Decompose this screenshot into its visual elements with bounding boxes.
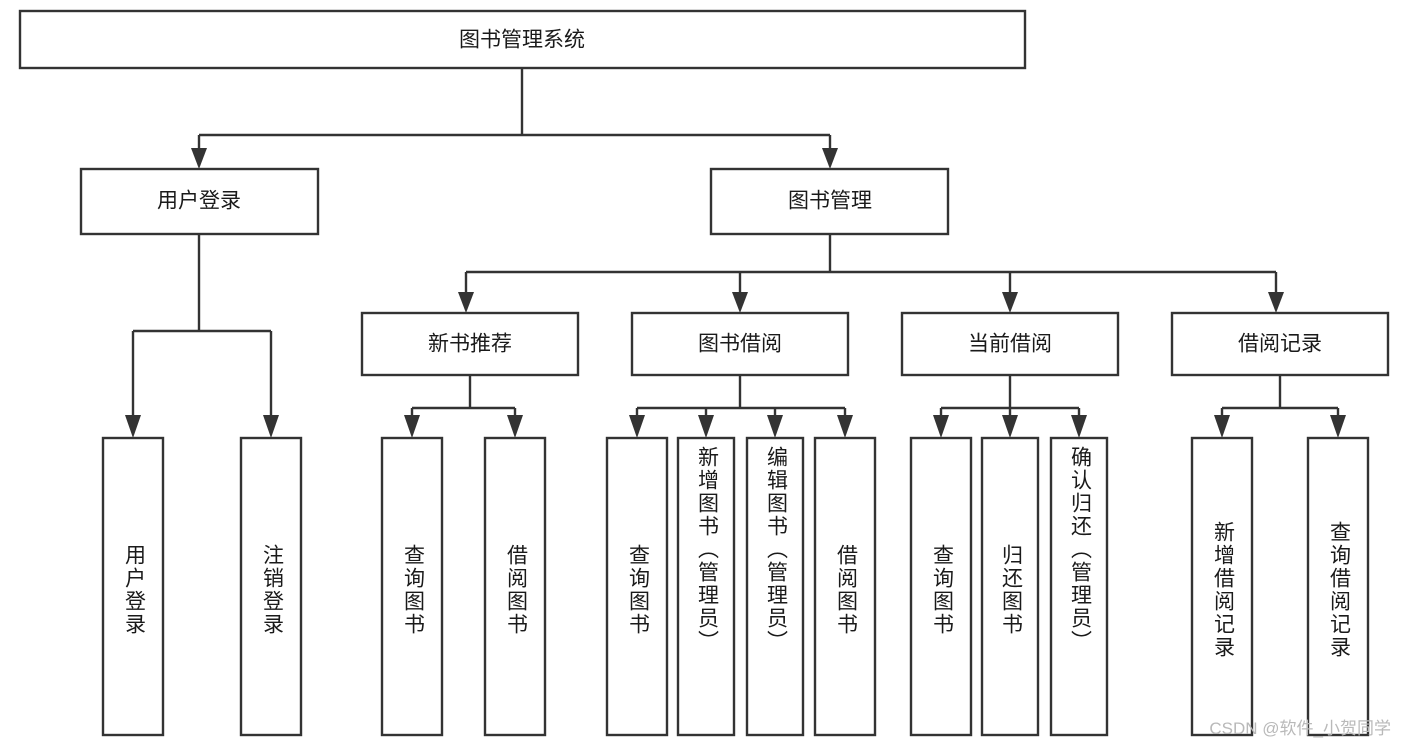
leaf-node-cb-confirm-return[interactable]: 确认归还（管理员） bbox=[1049, 436, 1109, 737]
leaf-br-query-record-label: 查询借阅记录 bbox=[1327, 521, 1351, 659]
node-user-login[interactable]: 用户登录 bbox=[79, 167, 320, 236]
leaf-user-login-label: 用户登录 bbox=[122, 544, 146, 636]
node-new-book-recommend[interactable]: 新书推荐 bbox=[360, 311, 580, 377]
leaf-cb-query-book-label: 查询图书 bbox=[930, 544, 954, 636]
node-book-borrow[interactable]: 图书借阅 bbox=[630, 311, 850, 377]
arrow-head-cb-leaf-3 bbox=[1071, 415, 1087, 438]
arrow-head-br-leaf-2 bbox=[1330, 415, 1346, 438]
node-book-borrow-label: 图书借阅 bbox=[698, 333, 782, 356]
arrow-head-current-borrow bbox=[1002, 292, 1018, 313]
node-book-manage-label: 图书管理 bbox=[788, 190, 872, 213]
leaf-node-bb-edit-book[interactable]: 编辑图书（管理员） bbox=[745, 436, 805, 737]
leaf-node-bb-query-book[interactable]: 查询图书 bbox=[605, 436, 669, 737]
leaf-bb-query-book-label: 查询图书 bbox=[626, 544, 650, 636]
connectors-borrow-record-to-leaves bbox=[1214, 375, 1346, 438]
node-borrow-record[interactable]: 借阅记录 bbox=[1170, 311, 1390, 377]
arrow-head-borrow-record bbox=[1268, 292, 1284, 313]
node-borrow-record-label: 借阅记录 bbox=[1238, 333, 1322, 356]
leaf-node-br-query-record[interactable]: 查询借阅记录 bbox=[1306, 436, 1370, 737]
arrow-head-new-book-recommend bbox=[458, 292, 474, 313]
leaf-bb-add-book-box bbox=[676, 436, 736, 737]
leaf-br-add-record-box bbox=[1190, 436, 1254, 737]
leaf-cb-return-book-label: 归还图书 bbox=[999, 544, 1023, 636]
arrow-head-book-borrow bbox=[732, 292, 748, 313]
leaf-nb-query-book-box bbox=[380, 436, 444, 737]
leaf-cb-confirm-return-box bbox=[1049, 436, 1109, 737]
arrow-head-br-leaf-1 bbox=[1214, 415, 1230, 438]
connectors-current-borrow-to-leaves bbox=[933, 375, 1087, 438]
leaf-bb-edit-book-label: 编辑图书（管理员） bbox=[764, 446, 788, 653]
leaf-bb-borrow-book-label: 借阅图书 bbox=[834, 544, 858, 636]
arrow-head-bb-leaf-3 bbox=[767, 415, 783, 438]
node-current-borrow-box bbox=[900, 311, 1120, 377]
leaf-nb-borrow-book-label: 借阅图书 bbox=[504, 544, 528, 636]
node-current-borrow-label: 当前借阅 bbox=[968, 333, 1052, 356]
leaf-nb-borrow-book-box bbox=[483, 436, 547, 737]
arrow-head-leaf-user-login bbox=[125, 415, 141, 438]
leaf-bb-query-book-box bbox=[605, 436, 669, 737]
leaf-node-bb-add-book[interactable]: 新增图书（管理员） bbox=[676, 436, 736, 737]
leaf-node-br-add-record[interactable]: 新增借阅记录 bbox=[1190, 436, 1254, 737]
node-book-manage-box bbox=[709, 167, 950, 236]
arrow-head-cb-leaf-1 bbox=[933, 415, 949, 438]
node-borrow-record-box bbox=[1170, 311, 1390, 377]
node-root-box bbox=[18, 9, 1027, 70]
leaf-bb-edit-book-box bbox=[745, 436, 805, 737]
leaf-logout-label: 注销登录 bbox=[260, 544, 284, 636]
arrow-head-bb-leaf-1 bbox=[629, 415, 645, 438]
connectors-book-borrow-to-leaves bbox=[629, 375, 853, 438]
connectors-new-book-to-leaves bbox=[404, 375, 523, 438]
leaf-logout-box bbox=[239, 436, 303, 737]
leaf-node-cb-return-book[interactable]: 归还图书 bbox=[980, 436, 1040, 737]
node-book-manage[interactable]: 图书管理 bbox=[709, 167, 950, 236]
leaf-cb-query-book-box bbox=[909, 436, 973, 737]
arrow-head-cb-leaf-2 bbox=[1002, 415, 1018, 438]
node-current-borrow[interactable]: 当前借阅 bbox=[900, 311, 1120, 377]
arrow-head-book-manage bbox=[822, 148, 838, 169]
arrow-head-user-login bbox=[191, 148, 207, 169]
leaf-node-logout[interactable]: 注销登录 bbox=[239, 436, 303, 737]
connectors-user-login-to-leaves bbox=[125, 234, 279, 438]
arrow-head-nb-leaf-1 bbox=[404, 415, 420, 438]
arrow-head-bb-leaf-4 bbox=[837, 415, 853, 438]
connectors-book-manage-to-level3 bbox=[458, 234, 1284, 313]
leaf-bb-borrow-book-box bbox=[813, 436, 877, 737]
node-root-label: 图书管理系统 bbox=[459, 29, 585, 52]
leaf-cb-confirm-return-label: 确认归还（管理员） bbox=[1068, 446, 1092, 653]
node-user-login-label: 用户登录 bbox=[157, 190, 241, 213]
leaf-node-nb-query-book[interactable]: 查询图书 bbox=[380, 436, 444, 737]
leaf-node-bb-borrow-book[interactable]: 借阅图书 bbox=[813, 436, 877, 737]
node-new-book-recommend-box bbox=[360, 311, 580, 377]
arrow-head-nb-leaf-2 bbox=[507, 415, 523, 438]
leaf-node-user-login[interactable]: 用户登录 bbox=[101, 436, 165, 737]
node-new-book-recommend-label: 新书推荐 bbox=[428, 333, 512, 356]
node-root[interactable]: 图书管理系统 bbox=[18, 9, 1027, 70]
leaf-br-add-record-label: 新增借阅记录 bbox=[1211, 521, 1235, 659]
leaf-node-nb-borrow-book[interactable]: 借阅图书 bbox=[483, 436, 547, 737]
arrow-head-leaf-logout bbox=[263, 415, 279, 438]
connectors-root-to-level2 bbox=[191, 68, 838, 169]
arrow-head-bb-leaf-2 bbox=[698, 415, 714, 438]
leaf-cb-return-book-box bbox=[980, 436, 1040, 737]
leaf-br-query-record-box bbox=[1306, 436, 1370, 737]
leaf-node-cb-query-book[interactable]: 查询图书 bbox=[909, 436, 973, 737]
leaf-nb-query-book-label: 查询图书 bbox=[401, 544, 425, 636]
leaf-bb-add-book-label: 新增图书（管理员） bbox=[695, 446, 719, 653]
leaf-user-login-box bbox=[101, 436, 165, 737]
node-book-borrow-box bbox=[630, 311, 850, 377]
